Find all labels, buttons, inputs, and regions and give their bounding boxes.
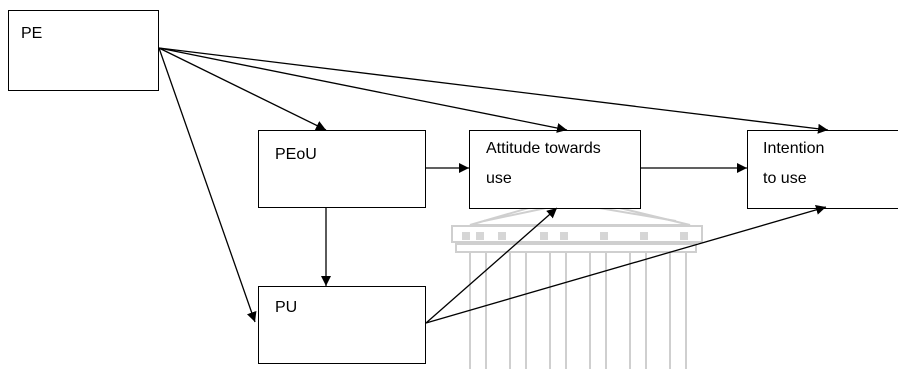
arrow-pe-to-attitude: [158, 47, 568, 133]
arrow-pe-to-pu: [158, 47, 257, 323]
node-attitude: Attitude towards use: [469, 130, 641, 209]
node-pe: PE: [8, 10, 159, 91]
arrow-pu-to-intention: [425, 204, 827, 324]
node-pu: PU: [258, 286, 426, 364]
node-intention-label-line1: Intention: [763, 140, 825, 157]
arrow-pe-to-peou: [158, 47, 327, 131]
node-intention-label-line2: to use: [763, 170, 807, 187]
arrow-pu-to-attitude: [425, 207, 558, 324]
node-attitude-label-line1: Attitude towards: [486, 140, 601, 157]
node-pu-label: PU: [275, 299, 298, 316]
node-pe-label: PE: [21, 25, 43, 42]
arrow-pe-to-intention: [158, 47, 829, 134]
node-attitude-label-line2: use: [486, 170, 512, 187]
node-peou: PEoU: [258, 130, 426, 208]
node-intention: Intention to use: [747, 130, 898, 209]
node-peou-label: PEoU: [275, 146, 317, 163]
